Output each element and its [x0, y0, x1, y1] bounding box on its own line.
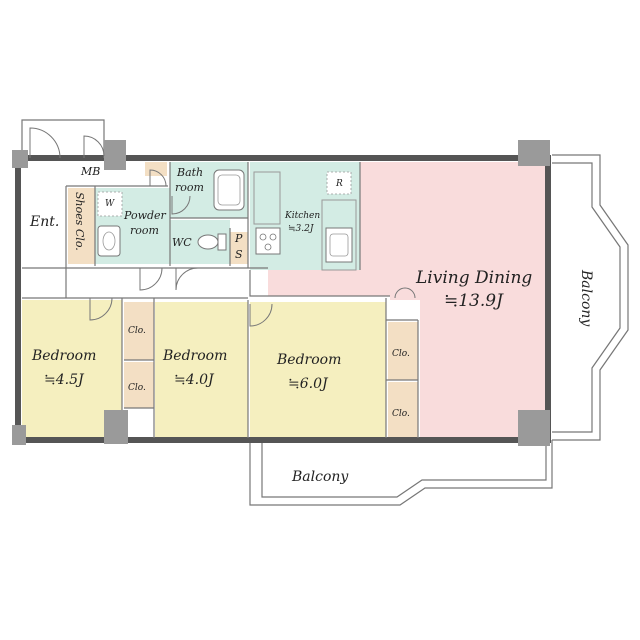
fridge-mark: R	[335, 179, 343, 189]
meter-box-label: MB	[80, 165, 100, 178]
living-dining-label: Living Dining	[415, 268, 532, 288]
closet-label-2: Clo.	[128, 383, 146, 393]
closet-label-3: Clo.	[392, 349, 410, 359]
wc-label: WC	[172, 236, 192, 249]
ps-label-s: S	[235, 248, 243, 261]
balcony-outlines	[249, 154, 629, 506]
closet-4	[388, 382, 418, 438]
labels: Ent. Shoes Clo. MB Powder room Bath room…	[29, 165, 594, 485]
closet-1	[124, 302, 154, 360]
living-dining-size: ≒13.9J	[444, 291, 504, 311]
toilet	[197, 234, 219, 250]
powder-room-label-1: Powder	[123, 209, 167, 222]
powder-sink	[97, 225, 121, 257]
ps-block	[230, 232, 248, 264]
doors	[29, 127, 416, 327]
shoes-closet-area	[68, 188, 95, 264]
bedroom3-label: Bedroom	[276, 352, 341, 368]
closet-label-4: Clo.	[392, 409, 410, 419]
fixtures	[97, 169, 357, 271]
kitchen-label: Kitchen	[284, 211, 320, 221]
powder-room-label-2: room	[130, 224, 159, 237]
bedroom2-label: Bedroom	[162, 348, 227, 364]
closet-3	[388, 322, 418, 380]
bedroom1-size: ≒4.5J	[44, 372, 85, 388]
bedroom2-size: ≒4.0J	[174, 372, 215, 388]
columns	[12, 140, 550, 446]
bath-room-label-1: Bath	[176, 166, 203, 179]
bedroom3-area	[250, 302, 386, 438]
closet-2	[124, 362, 154, 408]
bedroom2-area	[155, 302, 248, 438]
entrance-label: Ent.	[29, 214, 59, 230]
washer-space	[97, 191, 123, 217]
balcony-right-label: Balcony	[578, 269, 594, 327]
bath-room-label-2: room	[175, 181, 204, 194]
shoes-closet-label: Shoes Clo.	[73, 192, 86, 251]
ps-label-p: P	[234, 232, 243, 245]
fridge-space	[326, 171, 352, 195]
bedroom1-label: Bedroom	[31, 348, 96, 364]
balcony-bottom-label: Balcony	[291, 469, 349, 485]
bedroom3-size: ≒6.0J	[288, 376, 329, 392]
closet-label-1: Clo.	[128, 326, 146, 336]
storage-block	[145, 162, 167, 176]
bathtub	[213, 169, 245, 211]
washer-mark: W	[105, 199, 115, 209]
kitchen-size: ≒3.2J	[288, 224, 315, 234]
